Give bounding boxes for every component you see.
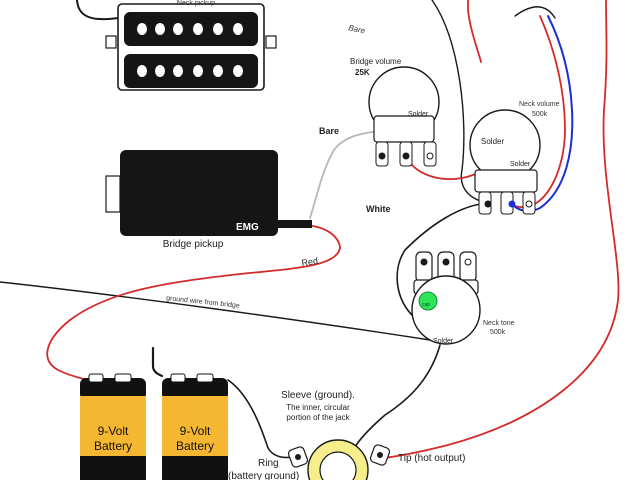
red-label: Red [301, 256, 319, 268]
black-wire-neck-pickup [76, 0, 119, 21]
sleeve-title: Sleeve (ground). [281, 390, 355, 401]
neck-volume-solder-1: Solder [481, 137, 504, 146]
bare-label-top: Bare [348, 23, 367, 35]
neck-tone-label: Neck tone [483, 320, 515, 327]
capacitor-label: cap [422, 302, 430, 308]
neck-volume-label: Neck volume [519, 101, 560, 108]
black-wire-ground-bridge [0, 281, 431, 341]
neck-tone-value: 500k [490, 329, 506, 336]
black-wire-sleeve [351, 344, 441, 453]
bridge-volume-solder: Solder [408, 111, 429, 118]
battery-2-line-2: Battery [176, 439, 214, 453]
neck-volume-solder-2: Solder [510, 161, 531, 168]
emg-logo: EMG [236, 222, 259, 233]
black-wire-volume-left [431, 0, 489, 204]
black-wire-volume-tone [396, 202, 489, 319]
ring-desc: (battery ground) [228, 471, 299, 480]
bare-label-mid: Bare [319, 126, 339, 136]
neck-pickup [105, 3, 277, 91]
capacitor [418, 291, 438, 311]
bridge-pickup-label: Bridge pickup [163, 239, 224, 250]
neck-volume-value: 500k [532, 111, 548, 118]
battery-1 [80, 373, 146, 480]
red-wire-bridge-pickup [46, 224, 341, 381]
red-wire-tip [383, 0, 620, 459]
bridge-volume-pot [368, 66, 440, 167]
white-wire-bridge-pickup [309, 129, 393, 219]
bridge-pickup [105, 150, 312, 236]
black-wire-battery-top [151, 346, 164, 378]
red-wire-top-right [514, 15, 566, 209]
bridge-volume-value: 25K [355, 68, 370, 77]
bridge-volume-label: Bridge volume [350, 57, 402, 66]
black-wire-top-loop [514, 6, 556, 19]
sleeve-desc-2: portion of the jack [286, 413, 350, 422]
neck-volume-pot [469, 109, 541, 215]
ring-title: Ring [258, 458, 279, 469]
tip-label: Tip (hot output) [398, 453, 465, 464]
battery-1-line-1: 9-Volt [98, 424, 129, 438]
black-wire-battery-ring [227, 379, 301, 459]
neck-pickup-label: Neck pickup [177, 0, 215, 7]
white-label: White [366, 204, 391, 214]
battery-2 [162, 373, 228, 480]
red-wire-top [467, 0, 482, 63]
battery-2-line-1: 9-Volt [180, 424, 211, 438]
neck-tone-solder: Solder [433, 338, 454, 345]
battery-1-line-2: Battery [94, 439, 132, 453]
output-jack [287, 439, 391, 480]
sleeve-desc-1: The inner, circular [286, 403, 350, 412]
